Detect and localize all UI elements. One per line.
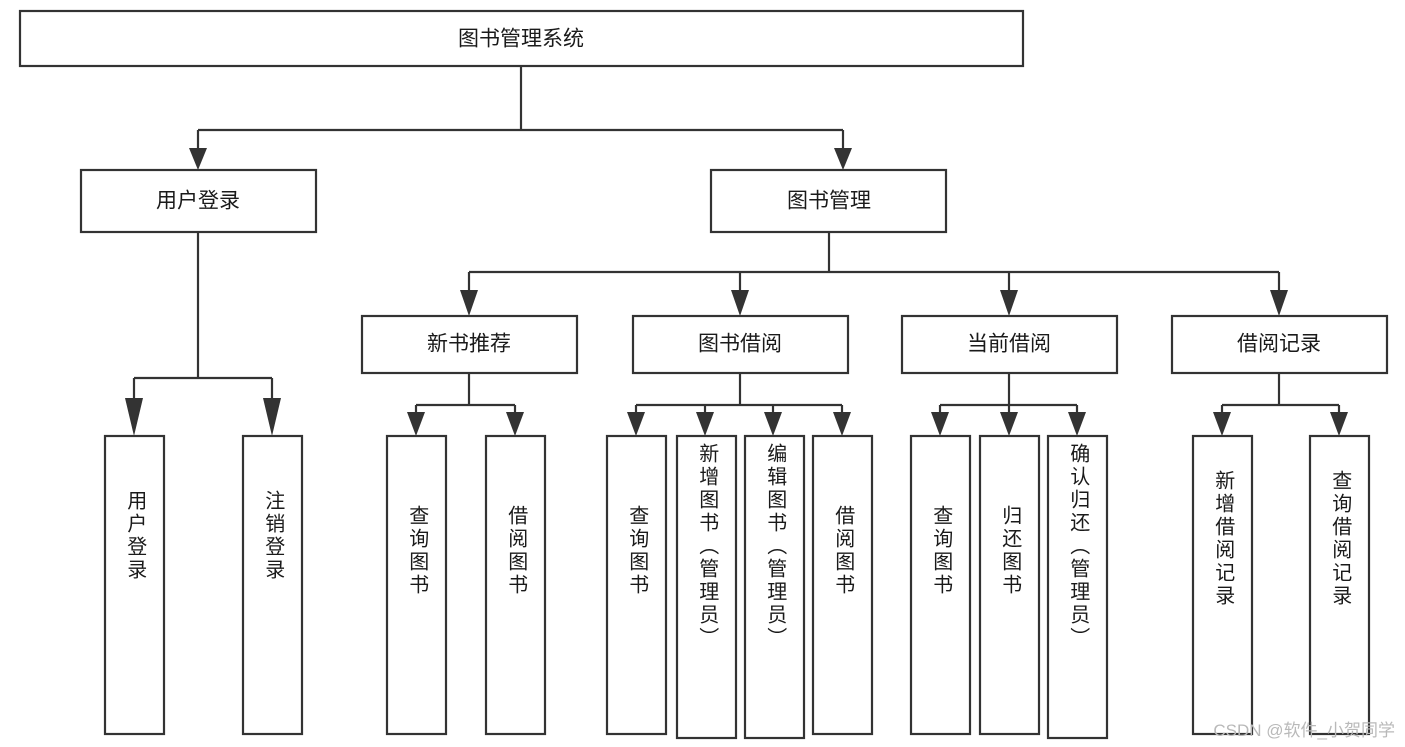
arrow-head-icon: [460, 290, 478, 316]
node-borrow-record-label: 借阅记录: [1237, 333, 1321, 356]
arrow-head-icon: [1213, 412, 1231, 436]
node-new-book-recommend-label: 新书推荐: [427, 333, 511, 356]
node-leaf-record-search-label: 查询借阅记录: [1329, 470, 1352, 608]
node-leaf-cur-confirm-return-label: 确认归还（管理员）: [1067, 443, 1090, 650]
node-book-borrow-label: 图书借阅: [698, 333, 782, 356]
arrow-head-icon: [125, 398, 143, 436]
arrow-head-icon: [506, 412, 524, 436]
node-leaf-borrow-query-book[interactable]: 查询图书: [605, 434, 668, 736]
node-user-login-label: 用户登录: [156, 190, 240, 213]
node-leaf-cur-return-book[interactable]: 归还图书: [978, 434, 1041, 736]
connector-currentborrow-to-leaves: [931, 373, 1086, 436]
node-leaf-logout-label: 注销登录: [262, 490, 285, 582]
arrow-head-icon: [696, 412, 714, 436]
node-book-manage[interactable]: 图书管理: [709, 168, 948, 234]
arrow-head-icon: [834, 148, 852, 170]
connector-root-to-level1: [189, 66, 852, 170]
arrow-head-icon: [627, 412, 645, 436]
connector-borrowrecord-to-leaves: [1213, 373, 1348, 436]
node-leaf-borrow-lend-book[interactable]: 借阅图书: [811, 434, 874, 736]
node-root[interactable]: 图书管理系统: [18, 9, 1025, 68]
node-leaf-borrow-edit-book-label: 编辑图书（管理员）: [764, 443, 787, 650]
node-leaf-rec-query-book-label: 查询图书: [406, 505, 429, 597]
node-current-borrow-label: 当前借阅: [967, 333, 1051, 356]
connector-userlogin-to-leaves: [125, 232, 281, 436]
csdn-watermark: CSDN @软件_小贺同学: [1213, 721, 1395, 740]
node-current-borrow[interactable]: 当前借阅: [900, 314, 1119, 375]
arrow-head-icon: [833, 412, 851, 436]
node-leaf-record-search[interactable]: 查询借阅记录: [1308, 434, 1371, 736]
connector-newbookrec-to-leaves: [407, 373, 524, 436]
arrow-head-icon: [1000, 412, 1018, 436]
node-leaf-logout[interactable]: 注销登录: [241, 434, 304, 736]
node-new-book-recommend[interactable]: 新书推荐: [360, 314, 579, 375]
arrow-head-icon: [407, 412, 425, 436]
node-borrow-record[interactable]: 借阅记录: [1170, 314, 1389, 375]
arrow-head-icon: [731, 290, 749, 316]
node-leaf-rec-query-book[interactable]: 查询图书: [385, 434, 448, 736]
node-leaf-borrow-edit-book[interactable]: 编辑图书（管理员）: [743, 434, 806, 740]
arrow-head-icon: [764, 412, 782, 436]
node-leaf-rec-borrow-book-label: 借阅图书: [505, 505, 528, 597]
arrow-head-icon: [1068, 412, 1086, 436]
node-leaf-cur-query-book[interactable]: 查询图书: [909, 434, 972, 736]
node-leaf-borrow-add-book[interactable]: 新增图书（管理员）: [675, 434, 738, 740]
arrow-head-icon: [189, 148, 207, 170]
connector-bookmanage-to-level2: [460, 232, 1288, 316]
node-root-label: 图书管理系统: [458, 28, 584, 51]
connector-bookborrow-to-leaves: [627, 373, 851, 436]
node-leaf-record-add-label: 新增借阅记录: [1212, 470, 1235, 608]
node-leaf-cur-confirm-return[interactable]: 确认归还（管理员）: [1046, 434, 1109, 740]
node-leaf-user-login-label: 用户登录: [124, 490, 147, 582]
node-leaf-borrow-query-book-label: 查询图书: [626, 505, 649, 597]
node-book-manage-label: 图书管理: [787, 190, 871, 213]
node-leaf-borrow-add-book-label: 新增图书（管理员）: [696, 443, 719, 650]
node-leaf-record-add[interactable]: 新增借阅记录: [1191, 434, 1254, 736]
node-user-login[interactable]: 用户登录: [79, 168, 318, 234]
arrow-head-icon: [931, 412, 949, 436]
node-leaf-borrow-lend-book-label: 借阅图书: [832, 505, 855, 597]
arrow-head-icon: [1270, 290, 1288, 316]
node-leaf-rec-borrow-book[interactable]: 借阅图书: [484, 434, 547, 736]
node-leaf-cur-return-book-label: 归还图书: [999, 505, 1022, 597]
arrow-head-icon: [1330, 412, 1348, 436]
node-book-borrow[interactable]: 图书借阅: [631, 314, 850, 375]
node-leaf-user-login[interactable]: 用户登录: [103, 434, 166, 736]
arrow-head-icon: [263, 398, 281, 436]
arrow-head-icon: [1000, 290, 1018, 316]
node-leaf-cur-query-book-label: 查询图书: [930, 505, 953, 597]
